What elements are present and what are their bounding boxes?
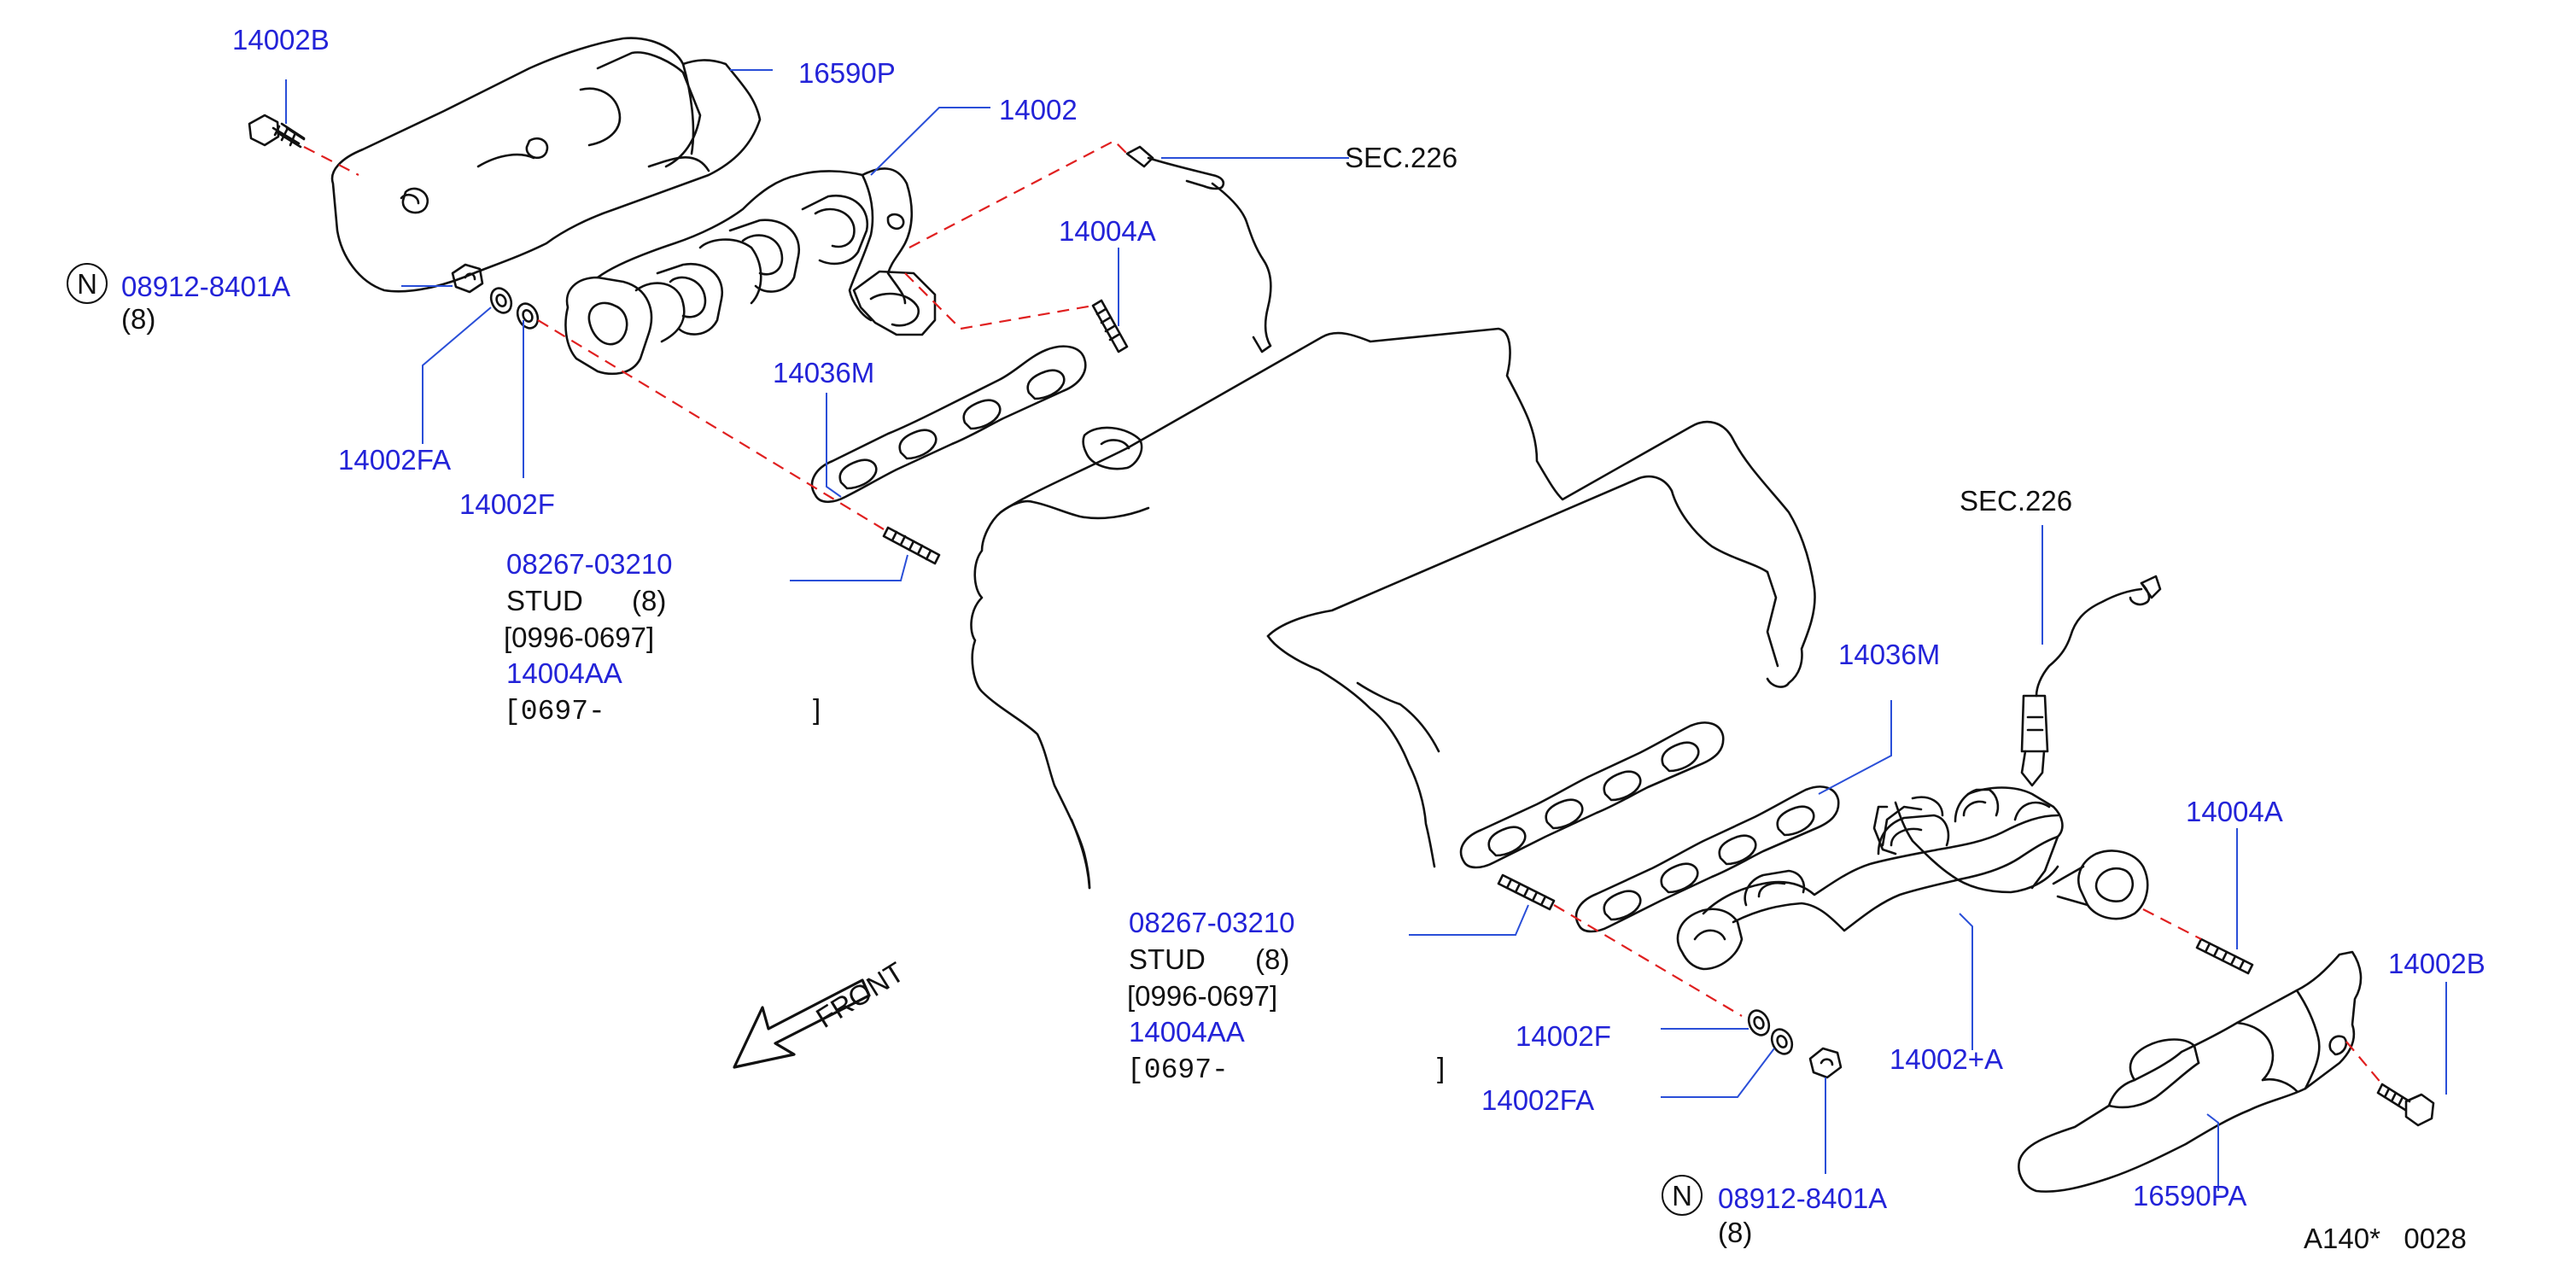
- label-nut-left-qty: (8): [121, 303, 155, 335]
- label-manifold-left: 14002: [999, 94, 1078, 126]
- label-stud-left: 14004A: [1059, 215, 1156, 247]
- engine-block-outline: [970, 327, 1816, 890]
- label-bolt-right: 14002B: [2388, 948, 2485, 979]
- label-nut-right-qty: (8): [1718, 1217, 1752, 1248]
- leader-lines: [285, 69, 2447, 1191]
- label-sensor-section-right: SEC.226: [1960, 485, 2072, 517]
- stud-left-14004A: [1091, 299, 1129, 353]
- stud-left-08267: [882, 526, 941, 565]
- oxygen-sensor-left: [1125, 145, 1272, 353]
- gasket-right-lower: [1574, 785, 1840, 933]
- label-heat-insulator-right: 16590PA: [2133, 1180, 2246, 1212]
- label-nut-left-code: 08912-8401A: [121, 271, 290, 302]
- label-bolt-left: 14002B: [232, 24, 330, 55]
- label-washer-f-left: 14002F: [459, 488, 555, 520]
- nut-washer-right: [1747, 1009, 1843, 1079]
- label-heat-insulator-left: 16590P: [798, 57, 896, 89]
- label-washer-f-right: 14002F: [1516, 1020, 1611, 1052]
- label-washer-fa-left: 14002FA: [338, 444, 451, 476]
- label-stud-group-right-range1: [0996-0697]: [1127, 980, 1277, 1012]
- label-stud-group-right-name: STUD: [1129, 943, 1206, 975]
- heat-insulator-left: [330, 37, 762, 293]
- label-stud-group-left-range2-close: ]: [813, 693, 821, 725]
- bolt-right: [2376, 1083, 2435, 1127]
- assembly-lines: [303, 139, 2383, 1085]
- label-stud-group-left-range1: [0996-0697]: [504, 622, 654, 653]
- label-stud-group-left-alt-code: 14004AA: [506, 657, 622, 689]
- label-stud-group-left-name: STUD: [506, 585, 583, 616]
- gasket-left: [810, 345, 1087, 504]
- label-washer-fa-right: 14002FA: [1481, 1084, 1594, 1116]
- label-stud-group-right-alt-code: 14004AA: [1129, 1016, 1245, 1048]
- label-nut-right-code: 08912-8401A: [1718, 1182, 1887, 1214]
- exhaust-manifold-right: [1676, 786, 2149, 971]
- bolt-left: [248, 114, 306, 149]
- label-stud-right: 14004A: [2186, 796, 2283, 827]
- label-stud-group-left-code: 08267-03210: [506, 548, 673, 580]
- label-stud-group-right-range2-close: ]: [1437, 1052, 1445, 1083]
- nut-symbol-left-letter: N: [77, 268, 97, 300]
- front-arrow-label: FRONT: [810, 955, 909, 1034]
- nut-symbol-right-letter: N: [1672, 1180, 1692, 1212]
- stud-right-08267: [1497, 873, 1556, 911]
- oxygen-sensor-right: [2020, 575, 2162, 787]
- front-arrow: FRONT: [733, 955, 909, 1069]
- label-gasket-left: 14036M: [773, 357, 874, 388]
- label-stud-group-left-range2-open: [0697-: [504, 696, 605, 727]
- nut-washer-left: [451, 263, 540, 330]
- label-stud-group-right-code: 08267-03210: [1129, 907, 1295, 938]
- diagram-reference: A140* 0028: [2304, 1223, 2467, 1254]
- label-stud-group-right-qty: (8): [1255, 943, 1289, 975]
- exhaust-manifold-left: [564, 167, 937, 376]
- label-stud-group-left-qty: (8): [632, 585, 666, 616]
- label-sensor-section-left: SEC.226: [1345, 142, 1457, 173]
- stud-right-14004A: [2195, 937, 2254, 975]
- label-manifold-right: 14002+A: [1890, 1043, 2003, 1075]
- label-gasket-right: 14036M: [1838, 639, 1940, 670]
- labels: 14002B 16590P 14002 SEC.226 14004A 08912…: [121, 24, 2485, 1254]
- heat-insulator-right: [2018, 950, 2363, 1193]
- nut-symbol-left: N: [67, 263, 108, 304]
- nut-symbol-right: N: [1662, 1175, 1703, 1216]
- label-stud-group-right-range2-open: [0697-: [1127, 1054, 1229, 1086]
- gasket-right-upper: [1459, 721, 1725, 869]
